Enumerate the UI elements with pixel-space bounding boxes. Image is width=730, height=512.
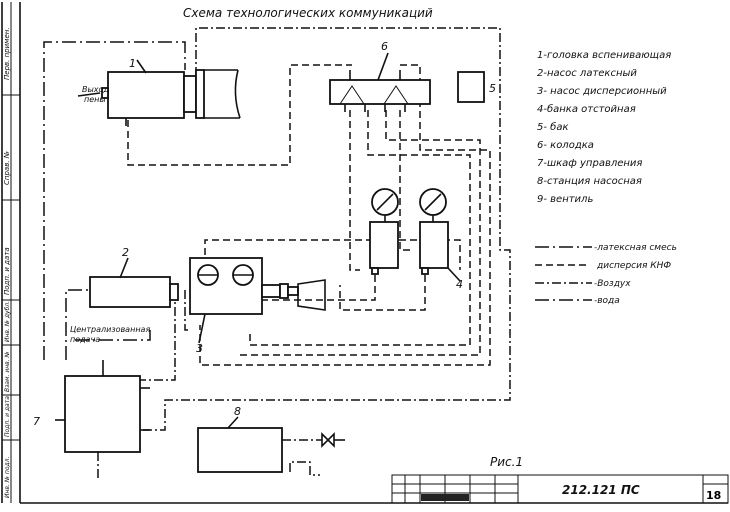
legend-item: 9- вентиль <box>537 194 593 205</box>
dispersion-line-jar2 <box>399 110 410 251</box>
component-number-8: 8 <box>234 405 241 418</box>
legend-item: 5- бак <box>537 121 568 133</box>
latex-line-feed <box>75 330 151 341</box>
stamp-code: 212.121 ПС <box>562 483 640 497</box>
latex-line-main <box>43 41 186 360</box>
component-number-4: 4 <box>456 278 463 291</box>
component-legend: 1-головка вспенивающая 2-насос латексный… <box>537 50 671 205</box>
figure-caption: Рис.1 <box>490 455 523 469</box>
pumping-station <box>197 427 283 473</box>
component-number-1: 1 <box>129 57 136 70</box>
side-label-reference: Справ. № <box>3 151 11 185</box>
side-label-orig-inv: Инв. № подл. <box>4 457 11 498</box>
side-label-sign-date-1: Подп. и дата <box>3 247 11 295</box>
valve-icon <box>321 432 335 448</box>
component-number-7: 7 <box>33 415 40 428</box>
outlet-label-line1: Выход <box>82 85 109 94</box>
side-label-sign-date-2: Подп. и дата <box>4 396 11 437</box>
manifold-block <box>329 79 431 105</box>
air-line-2 <box>184 290 190 331</box>
foaming-head-flange <box>183 75 197 113</box>
air-line-pump <box>140 290 176 381</box>
latex-pump-body <box>89 276 171 308</box>
legend-item: 7-шкаф управления <box>537 158 642 169</box>
line-type-legend: -латексная смесь дисперсия КНФ -Воздух -… <box>535 243 677 306</box>
legend-line-label: -латексная смесь <box>594 243 677 253</box>
dispersion-line-b <box>240 110 481 356</box>
diagram-title: Схема технологических коммуникаций <box>183 6 433 20</box>
manifold-internal-channels <box>339 85 409 105</box>
dispersion-line-pump3 <box>249 110 471 346</box>
foaming-head-motor <box>204 69 241 119</box>
latex-line-pump2 <box>65 289 90 360</box>
legend-line-label: -Воздух <box>594 279 631 289</box>
water-line-loop <box>140 27 511 431</box>
outlet-label-line2: пены <box>84 95 106 104</box>
signature-scribble <box>421 494 469 501</box>
foaming-head-coupling <box>195 69 205 119</box>
legend-item: 3- насос дисперсионный <box>537 86 667 97</box>
side-label-replace-inv: Взам. инв. № <box>4 351 11 392</box>
component-number-5: 5 <box>489 82 496 95</box>
component-number-6: 6 <box>381 40 388 53</box>
central-feed-label-line2: подача <box>70 335 100 344</box>
component-number-3: 3 <box>196 342 203 355</box>
legend-item: 4-банка отстойная <box>537 103 636 115</box>
sheet-number: 18 <box>706 489 721 502</box>
central-feed-label-line1: Централизованная <box>70 325 150 334</box>
legend-line-label: -вода <box>594 296 620 306</box>
dispersion-pump-motor <box>297 279 326 311</box>
foaming-head-body <box>107 71 185 119</box>
settling-jar-2 <box>419 221 449 269</box>
legend-line-label: дисперсия КНФ <box>596 261 671 271</box>
dispersion-line-jar1 <box>349 110 360 271</box>
legend-item: 2-насос латексный <box>537 68 637 79</box>
legend-item: 8-станция насосная <box>537 176 642 187</box>
dispersion-line-jar2-out <box>339 275 426 311</box>
dispersion-pump-frame <box>189 257 263 315</box>
side-label-first-use: Перв. примен. <box>3 27 11 80</box>
title-block: 212.121 ПС 18 <box>391 474 729 504</box>
component-number-2: 2 <box>122 246 129 259</box>
control-cabinet <box>64 375 141 453</box>
tank-box <box>457 71 485 103</box>
foaming-head-outlet-nozzle <box>101 87 109 99</box>
legend-item: 6- колодка <box>537 140 594 151</box>
legend-item: 1-головка вспенивающая <box>537 50 671 61</box>
side-label-dup-inv: Инв. № дубл. <box>4 301 11 342</box>
settling-jar-1 <box>369 221 399 269</box>
